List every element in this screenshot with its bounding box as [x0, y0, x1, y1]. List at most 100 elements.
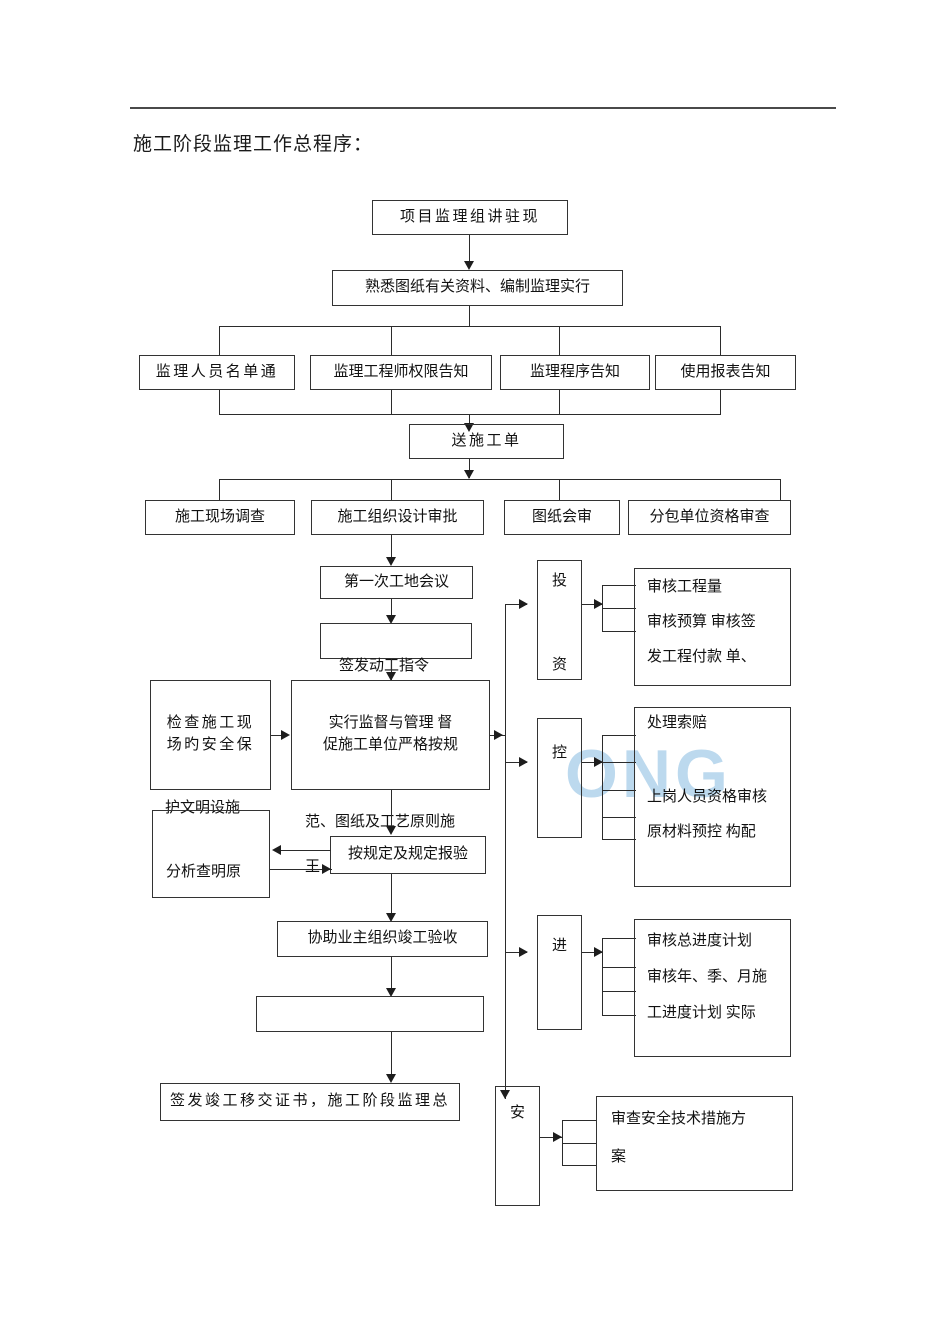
arrow-n7-bus-icon [494, 730, 503, 740]
arrow-n10-n11-icon [386, 988, 396, 997]
connector-r2b-n4 [391, 535, 393, 561]
flow-node-supervisor-roster[interactable]: 监理人员名单通 [139, 355, 295, 390]
bus1-drop-a [219, 326, 221, 355]
control-column-schedule[interactable]: 进 [537, 915, 582, 1030]
arrow-n3-bus3-icon [464, 470, 474, 479]
control-column-quality[interactable]: 控 [537, 718, 582, 838]
control-detail-safety-line-1: 案 [611, 1148, 627, 1165]
schedule-comb-l1 [602, 967, 636, 969]
bus2-rise-b [391, 390, 393, 415]
quality-comb-l4 [602, 839, 636, 841]
flow-node-study-drawings[interactable]: 熟悉图纸有关资料、编制监理实行 [332, 270, 623, 306]
connector-bus-investment [505, 604, 527, 606]
schedule-comb-l0 [602, 938, 636, 940]
connector-n4-n5 [391, 599, 393, 621]
flow-node-site-survey[interactable]: 施工现场调查 [145, 500, 295, 535]
arrow-n8-n9-icon [322, 864, 331, 874]
arrow-n5-n7-icon [386, 672, 396, 681]
flow-node-procedure-notice[interactable]: 监理程序告知 [500, 355, 650, 390]
connector-n9-n10 [391, 874, 393, 919]
control-detail-investment-line-0: 审核工程量 [647, 579, 723, 595]
connector-investment-detail [582, 604, 602, 606]
control-detail-schedule-line-1: 审核年、季、月施 [647, 968, 768, 985]
control-safety-char-0: 安 [509, 1105, 525, 1121]
flow-node-analyze-cause[interactable] [152, 810, 270, 898]
connector-bus-schedule [505, 952, 527, 954]
flow-node-project-team-arrival[interactable]: 项目监理组讲驻现 [372, 200, 568, 235]
bus3-drop-c [559, 479, 561, 501]
control-investment-char-0: 投 [551, 573, 567, 589]
bus1-horizontal [219, 326, 721, 328]
schedule-comb-l3 [602, 1015, 636, 1017]
flow-node-safety-inspection[interactable]: 检查施工现 场旳安全保 [150, 680, 271, 790]
control-detail-safety-line-0: 审查安全技术措施方 [611, 1111, 747, 1127]
flow-node-first-site-meeting[interactable]: 第一次工地会议 [320, 566, 473, 599]
arrow-bus-schedule-icon [519, 947, 528, 957]
connector-n9-to-n8 [281, 850, 331, 852]
flow-node-engineer-authority-notice[interactable]: 监理工程师权限告知 [310, 355, 492, 390]
flow-node-construction-plan-approval[interactable]: 施工组织设计审批 [311, 500, 484, 535]
investment-comb-mid [602, 608, 636, 610]
connector-schedule-detail [582, 952, 602, 954]
arrow-investment-detail-icon [594, 599, 603, 609]
control-column-safety[interactable]: 安 [495, 1086, 540, 1206]
flow-node-drawing-review[interactable]: 图纸会审 [504, 500, 620, 535]
bus3-drop-a [219, 479, 221, 501]
connector-quality-detail [582, 762, 602, 764]
bus1-drop-b [391, 326, 393, 355]
control-detail-schedule-line-0: 审核总进度计划 [647, 933, 753, 949]
connector-safety-detail [540, 1137, 562, 1139]
connector-n11-n12 [391, 1032, 393, 1080]
arrow-n9-n10-icon [386, 913, 396, 922]
bus3-drop-d [780, 479, 782, 501]
control-detail-safety[interactable]: 审查安全技术措施方 案 [596, 1096, 793, 1191]
flow-node-issue-start-order-overflow: 签发动工指令 [339, 658, 430, 674]
flow-node-safety-inspection-overflow: 护文明设施 [165, 800, 241, 816]
control-investment-char-1: 资 [551, 657, 567, 673]
arrow-safety-detail-icon [553, 1132, 562, 1142]
flow-node-issue-handover-certificate[interactable]: 签发竣工移交证书，施工阶段监理总 [160, 1083, 460, 1121]
arrow-n4-n5-icon [386, 615, 396, 624]
flow-node-send-construction-order[interactable]: 送施工单 [409, 424, 564, 459]
header-rule [130, 107, 836, 109]
flow-node-supervise-and-manage[interactable]: 实行监督与管理 督 促施工单位严格按规 [291, 680, 490, 790]
safety-comb-l2 [562, 1165, 596, 1167]
control-detail-schedule-line-2: 工进度计划 实际 [647, 1004, 756, 1021]
right-vertical-bus [505, 604, 507, 1099]
arrow-bus-to-safety-icon [500, 1090, 510, 1099]
connector-n3-bus3 [469, 459, 471, 478]
flow-node-subcontractor-qualification[interactable]: 分包单位资格审查 [628, 500, 791, 535]
flow-node-assist-completion-acceptance[interactable]: 协助业主组织竣工验收 [277, 921, 488, 957]
arrow-n7-n9-icon [386, 826, 396, 835]
quality-comb-left [602, 735, 604, 840]
connector-bus2-n3 [469, 414, 471, 427]
flow-node-report-form-notice[interactable]: 使用报表告知 [655, 355, 796, 390]
connector-n8-to-n9 [270, 869, 332, 871]
flow-node-analyze-cause-label: 分析查明原 [166, 864, 242, 880]
arrow-n11-n12-icon [386, 1074, 396, 1083]
control-schedule-char-0: 进 [551, 938, 567, 954]
bus1-drop-c [559, 326, 561, 355]
investment-comb-bottom [602, 631, 636, 633]
page-title: 施工阶段监理工作总程序： [133, 134, 374, 155]
flow-node-issue-start-order[interactable] [320, 623, 472, 659]
flow-node-blank-step[interactable] [256, 996, 484, 1032]
control-detail-quality-line-1: 上岗人员资格审核 [647, 788, 768, 805]
schedule-comb-left [602, 938, 604, 1016]
flow-node-inspection-per-spec[interactable]: 按规定及规定报验 [330, 836, 486, 874]
bus2-rise-a [219, 390, 221, 415]
control-detail-investment[interactable]: 审核工程量 审核预算 审核签 发工程付款 单、 [634, 568, 791, 686]
control-detail-quality-line-0: 处理索赔 [647, 715, 708, 731]
arrow-r2b-n4-icon [386, 557, 396, 566]
connector-n5-n7 [391, 659, 393, 681]
control-detail-investment-line-2: 发工程付款 单、 [647, 648, 756, 665]
control-column-investment[interactable]: 投 资 [537, 560, 582, 680]
control-quality-char-0: 控 [551, 745, 567, 761]
control-detail-quality[interactable]: 处理索赔 上岗人员资格审核 原材料预控 构配 [634, 707, 791, 887]
control-detail-investment-line-1: 审核预算 审核签 [647, 613, 756, 630]
control-detail-schedule[interactable]: 审核总进度计划 审核年、季、月施 工进度计划 实际 [634, 919, 791, 1057]
safety-comb-l0 [562, 1120, 596, 1122]
connector-bus-quality [505, 762, 527, 764]
quality-comb-l0 [602, 735, 636, 737]
investment-comb-top [602, 585, 636, 587]
